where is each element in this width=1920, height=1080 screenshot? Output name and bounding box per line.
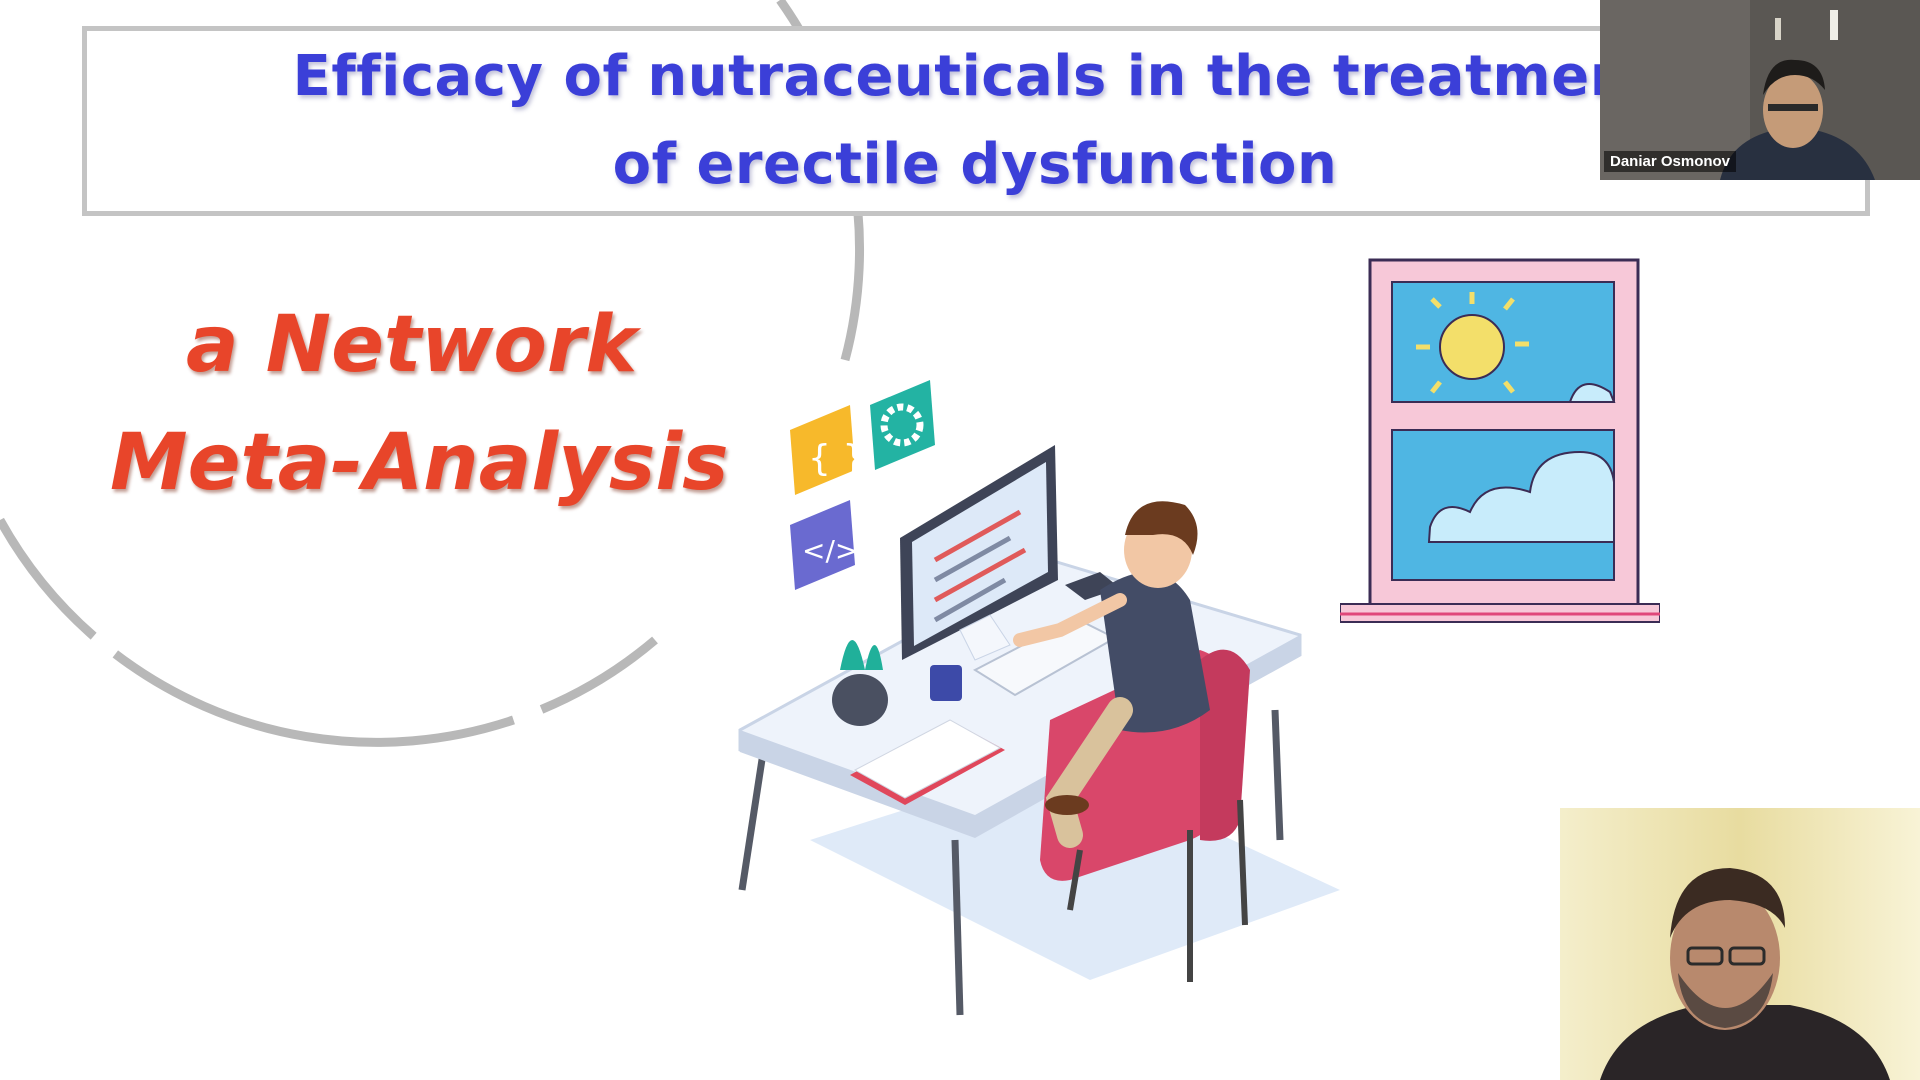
slide-title-line-2: of erectile dysfunction bbox=[612, 132, 1338, 197]
code-tag-icon: </> bbox=[790, 500, 858, 590]
participant-video bbox=[1560, 808, 1920, 1080]
window-illustration bbox=[1340, 258, 1660, 623]
slide-subtitle-line-1: a Network bbox=[186, 300, 638, 390]
gear-icon bbox=[870, 380, 935, 470]
slide-subtitle-line-2: Meta-Analysis bbox=[110, 418, 729, 508]
person-at-desk-illustration: { } </> bbox=[738, 380, 1340, 1016]
self-video-tile[interactable] bbox=[1560, 808, 1920, 1080]
svg-text:</>: </> bbox=[802, 534, 858, 567]
code-braces-icon: { } bbox=[790, 405, 865, 495]
slide-title-line-1: Efficacy of nutraceuticals in the treatm… bbox=[292, 44, 1658, 109]
svg-text:{ }: { } bbox=[808, 438, 865, 479]
slide-title-frame bbox=[82, 26, 1870, 216]
participant-name-tag: Daniar Osmonov bbox=[1604, 151, 1737, 172]
participant-video bbox=[1600, 0, 1920, 180]
participant-video-tile[interactable]: Daniar Osmonov bbox=[1600, 0, 1920, 180]
